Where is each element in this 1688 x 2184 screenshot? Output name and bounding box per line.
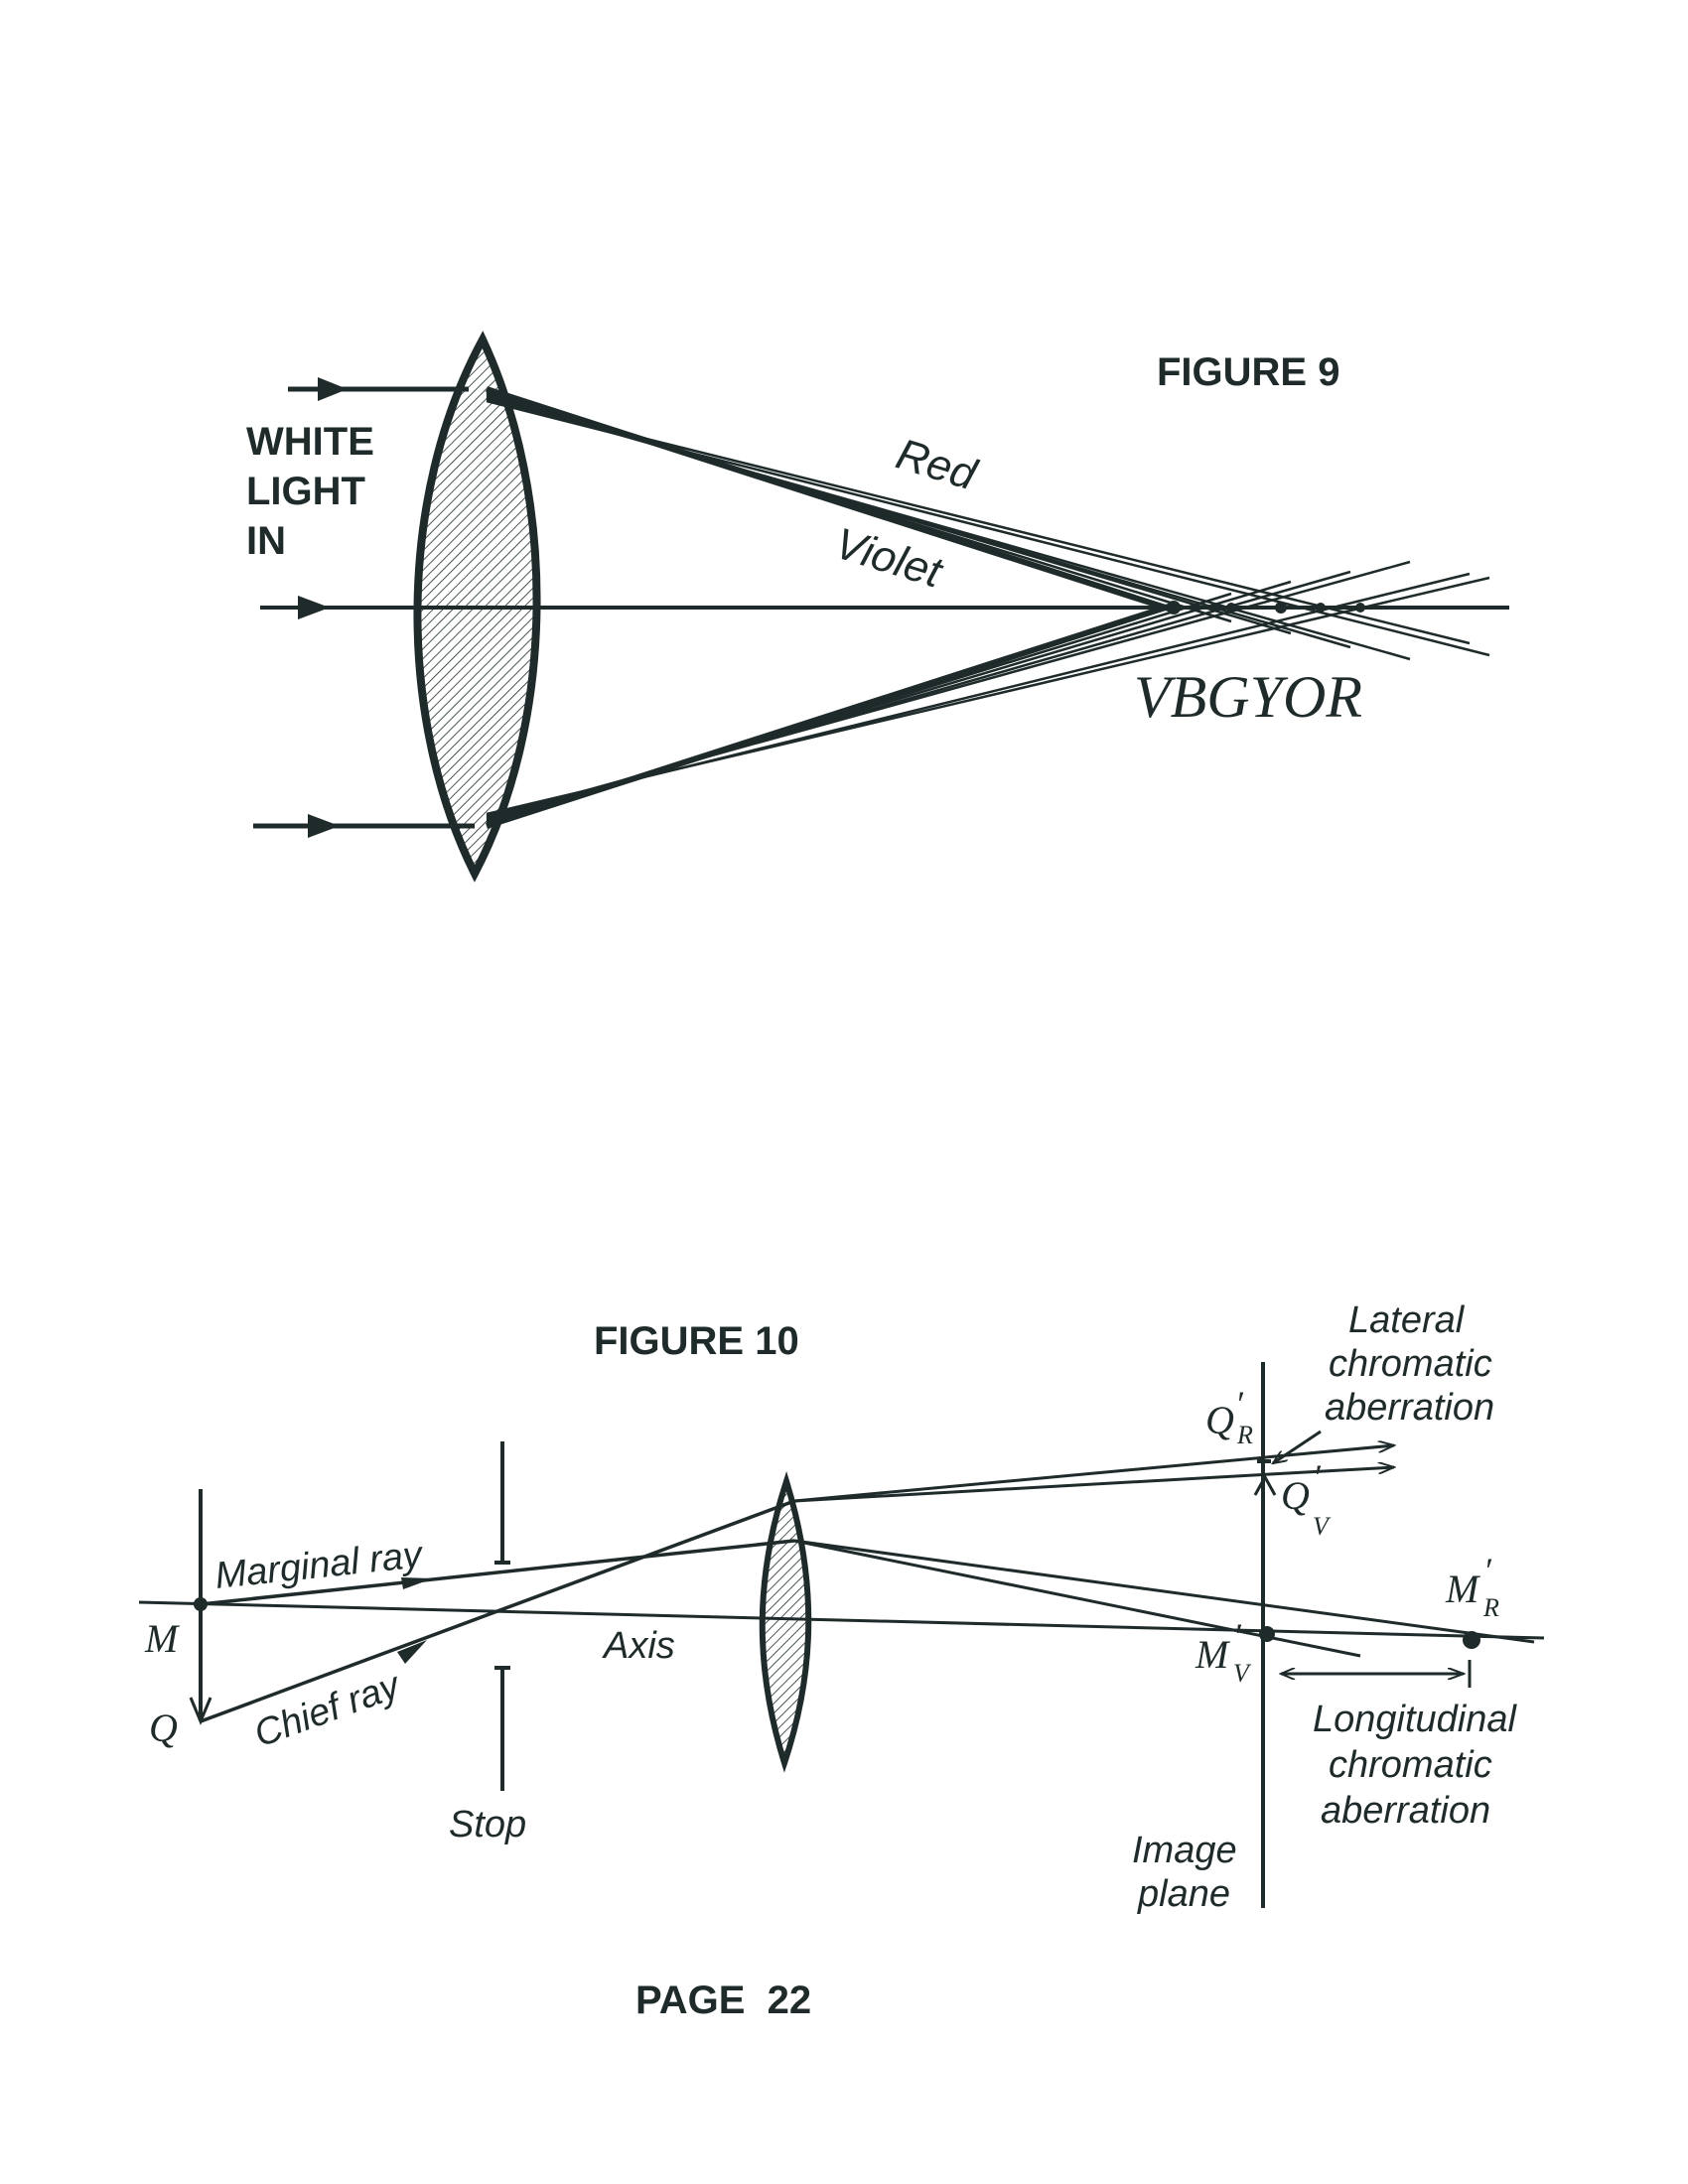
q-r-label: Q [1205, 1398, 1234, 1442]
m-v-prime-label: M ′ V [1195, 1616, 1252, 1688]
white-light-in-line-3: IN [246, 519, 286, 563]
chief-ray-after-lens-1 [793, 1445, 1394, 1503]
chief-ray-label: Chief ray [249, 1664, 407, 1755]
q-v-sub: V [1313, 1512, 1332, 1541]
point-q-label: Q [149, 1706, 178, 1750]
marginal-ray [200, 1539, 795, 1606]
marginal-ray-label: Marginal ray [213, 1534, 426, 1597]
focal-points-fig9 [1167, 601, 1365, 614]
q-v-arrow [1253, 1473, 1277, 1496]
q-r-prime: ′ [1235, 1384, 1244, 1424]
chief-ray-after-lens-2 [793, 1467, 1394, 1503]
optical-axis [138, 1600, 1545, 1640]
m-v-label: M [1195, 1632, 1231, 1677]
axis-label: Axis [602, 1625, 675, 1667]
q-v-prime-label: Q ′ V [1281, 1457, 1332, 1541]
m-v-sub: V [1233, 1659, 1252, 1688]
biconvex-lens-fig10 [759, 1471, 812, 1773]
image-plane-line-1: Image [1132, 1830, 1237, 1871]
spectrum-label: VBGYOR [1134, 664, 1362, 730]
arrowhead-bottom [308, 814, 340, 838]
red-label: Red [891, 430, 983, 500]
point-m-label: M [144, 1616, 181, 1661]
m-r-prime-label: M ′ R [1445, 1551, 1499, 1622]
longitudinal-line-3: aberration [1321, 1790, 1490, 1832]
longitudinal-aberration-label: Longitudinal chromatic aberration [1313, 1699, 1518, 1832]
lateral-line-3: aberration [1325, 1387, 1494, 1429]
m-v-prime: ′ [1233, 1616, 1242, 1656]
q-r-sub: R [1236, 1421, 1253, 1449]
white-light-in-line-1: WHITE [246, 420, 374, 464]
longitudinal-line-2: chromatic [1329, 1744, 1492, 1786]
white-light-in-line-2: LIGHT [246, 470, 365, 513]
marginal-ray-arrow [401, 1577, 433, 1589]
longitudinal-line-1: Longitudinal [1313, 1699, 1518, 1740]
lateral-line-2: chromatic [1329, 1343, 1492, 1385]
point-m-r-dot [1463, 1631, 1480, 1649]
image-plane-label: Image plane [1132, 1830, 1237, 1915]
stop-label: Stop [449, 1804, 526, 1845]
arrowhead-axis [298, 596, 330, 619]
image-plane-line-2: plane [1137, 1873, 1230, 1915]
lateral-line-1: Lateral [1348, 1299, 1466, 1341]
m-r-label: M [1445, 1567, 1481, 1611]
lateral-aberration-label: Lateral chromatic aberration [1325, 1299, 1494, 1429]
figure-10: FIGURE 10 M [138, 1299, 1545, 1915]
q-v-prime: ′ [1313, 1457, 1322, 1497]
figure-9: FIGURE 9 WHITE LIGHT IN [246, 331, 1509, 883]
point-m-v-dot [1259, 1626, 1275, 1642]
q-r-prime-label: Q ′ R [1205, 1384, 1253, 1449]
page-number: PAGE 22 [635, 1979, 811, 2022]
marginal-ray-after-lens-1 [793, 1539, 1361, 1658]
lateral-pointer [1273, 1430, 1322, 1463]
chief-ray-arrow [397, 1640, 427, 1664]
upper-ray-bundle [486, 386, 1490, 661]
q-v-label: Q [1281, 1473, 1310, 1518]
lower-ray-bundle [486, 560, 1490, 829]
chief-ray [200, 1499, 795, 1723]
figure-9-title: FIGURE 9 [1157, 350, 1339, 394]
m-r-prime: ′ [1483, 1551, 1492, 1590]
biconvex-lens-fig9 [413, 331, 541, 883]
figure-10-title: FIGURE 10 [594, 1319, 799, 1363]
m-r-sub: R [1482, 1593, 1499, 1622]
marginal-ray-after-lens-2 [793, 1539, 1535, 1644]
arrowhead-top [318, 377, 348, 401]
